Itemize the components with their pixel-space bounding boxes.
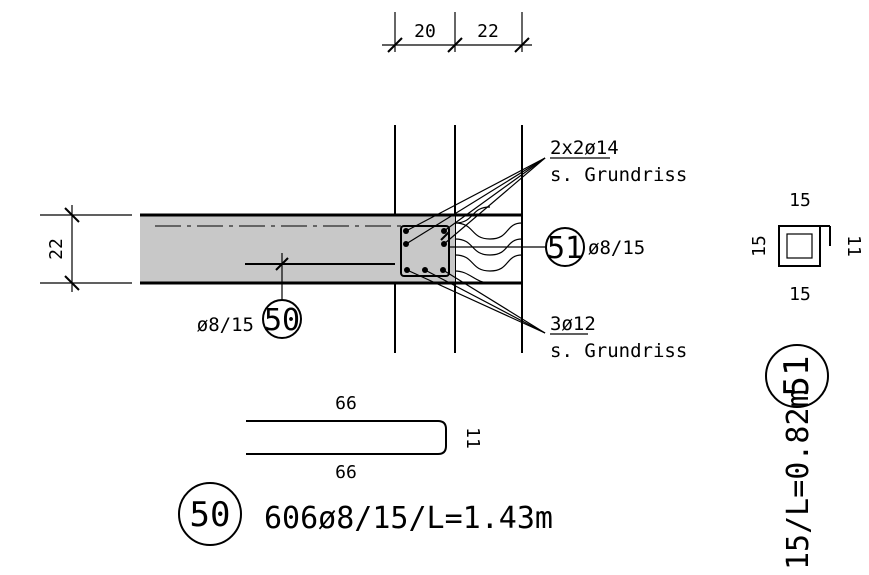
bar-50-shape: 66 66 11 50 606ø8/15/L=1.43m — [178, 393, 553, 546]
dimension-tick — [514, 37, 530, 53]
bar-50-hook-length: 11 — [462, 427, 483, 449]
position-mark-50-large — [178, 482, 242, 546]
leader-bottom-rebar — [442, 269, 546, 334]
insulation-hatch — [454, 206, 491, 224]
position-mark-51-large-label: 51 — [777, 356, 817, 397]
position-mark-50-label: 50 — [264, 303, 300, 338]
position-mark-51 — [545, 227, 585, 267]
top-dimension-chain: 20 22 — [382, 12, 532, 53]
stirrup-51-top-dim: 15 — [789, 190, 811, 211]
leader-lines — [405, 157, 546, 334]
insulation-hatch — [454, 254, 523, 272]
top-rebar-label: 2x2ø14 — [550, 137, 619, 159]
mark-51-spec: ø8/15 — [588, 237, 645, 259]
dimension-tick — [387, 37, 403, 53]
stirrup-hook — [440, 231, 450, 241]
leader-top-rebar — [405, 157, 546, 245]
insulation-hatch — [454, 270, 491, 284]
bar-50-in-section — [245, 253, 395, 300]
stirrup-51-shape-inner — [786, 233, 813, 259]
leader-bottom-rebar — [406, 269, 546, 334]
dim-label-22-vertical: 22 — [46, 238, 67, 260]
bar-50-shape-outline — [246, 420, 447, 455]
top-rebar-reference: s. Grundriss — [550, 164, 687, 186]
position-mark-50 — [262, 299, 302, 339]
annotations: 2x2ø14 s. Grundriss 3ø12 s. Grundriss 51… — [197, 137, 687, 362]
dimension-tick — [447, 37, 463, 53]
position-mark-50-large-label: 50 — [190, 495, 231, 535]
mark-50-spec: ø8/15 — [197, 314, 254, 336]
leader-bottom-rebar — [424, 269, 546, 334]
slab-section — [140, 206, 523, 285]
bar-50-schedule: 606ø8/15/L=1.43m — [264, 501, 553, 536]
position-mark-51-large — [765, 344, 829, 408]
dimension-tick — [64, 207, 80, 223]
leader-top-rebar — [405, 157, 546, 232]
dimension-tick — [64, 275, 80, 291]
bar-50-bottom-length: 66 — [335, 462, 357, 483]
bar-50-tick — [275, 257, 289, 271]
stirrup-51-right-dim: 11 — [843, 235, 864, 257]
position-mark-51-label: 51 — [547, 231, 583, 266]
leader-top-rebar — [443, 157, 546, 232]
bottom-rebar-label: 3ø12 — [550, 313, 596, 335]
stirrup-51-shape: 15 15 11 15 51 15/L=0.82m — [749, 190, 864, 570]
stirrup-51-schedule: 15/L=0.82m — [781, 389, 816, 570]
stirrup-51 — [400, 225, 450, 277]
insulation-hatch — [454, 238, 523, 256]
dim-label-20: 20 — [414, 21, 436, 42]
stirrup-51-left-dim: 15 — [749, 235, 770, 257]
dim-label-22: 22 — [477, 21, 499, 42]
left-dimension: 22 — [40, 205, 132, 292]
insulation-hatch — [454, 222, 523, 240]
bottom-rebar-reference: s. Grundriss — [550, 340, 687, 362]
leader-top-rebar — [443, 157, 546, 245]
stirrup-51-bottom-dim: 15 — [789, 284, 811, 305]
stirrup-51-shape-outer — [778, 225, 821, 267]
bar-50-top-length: 66 — [335, 393, 357, 414]
